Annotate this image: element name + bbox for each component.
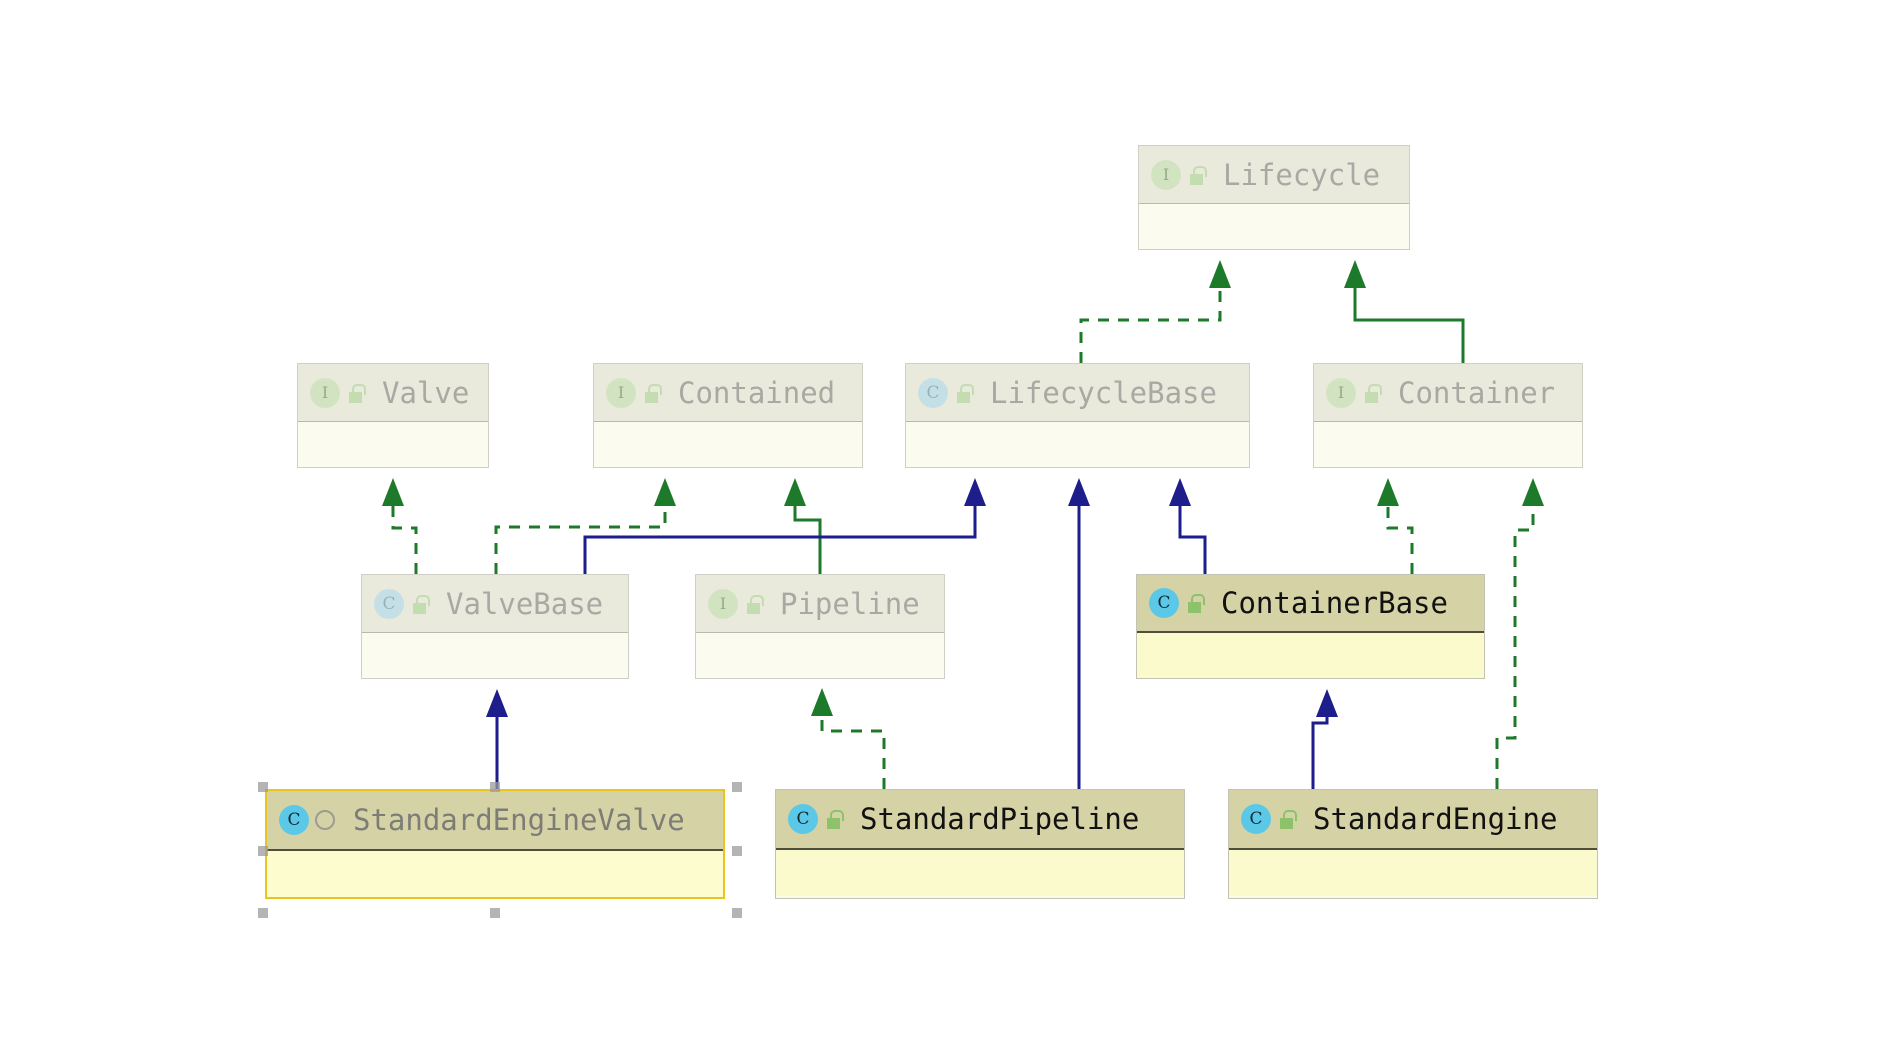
- unlocked-icon: [954, 383, 974, 403]
- class-node-valvebase[interactable]: C ValveBase: [361, 574, 629, 679]
- node-icons: C: [279, 805, 339, 835]
- unlocked-icon: [642, 383, 662, 403]
- class-node-lifecycle[interactable]: I Lifecycle: [1138, 145, 1410, 250]
- class-node-lifecyclebase[interactable]: C LifecycleBase: [905, 363, 1250, 468]
- node-label: ContainerBase: [1221, 586, 1448, 620]
- class-node-valve[interactable]: I Valve: [297, 363, 489, 468]
- node-members-area: [906, 422, 1249, 467]
- resize-handle[interactable]: [732, 846, 742, 856]
- edge-standardenginevalve-extends-valvebase: [486, 689, 508, 789]
- node-members-area: [298, 422, 488, 467]
- node-header: C LifecycleBase: [906, 364, 1249, 422]
- node-header: I Lifecycle: [1139, 146, 1409, 204]
- node-label: StandardEngineValve: [353, 803, 685, 837]
- class-node-standardpipeline[interactable]: C StandardPipeline: [775, 789, 1185, 899]
- edge-lifecyclebase-implements-lifecycle: [1079, 260, 1231, 363]
- node-header: C ContainerBase: [1137, 575, 1484, 633]
- node-icons: C: [918, 377, 976, 408]
- node-members-area: [1229, 850, 1597, 896]
- unlocked-icon: [346, 383, 366, 403]
- unlocked-icon: [1277, 809, 1297, 829]
- node-label: StandardEngine: [1313, 802, 1558, 836]
- node-icons: C: [1241, 804, 1299, 834]
- node-header: I Container: [1314, 364, 1582, 422]
- node-icons: C: [788, 804, 846, 834]
- resize-handle[interactable]: [258, 782, 268, 792]
- node-label: StandardPipeline: [860, 802, 1140, 836]
- class-node-standardengine[interactable]: C StandardEngine: [1228, 789, 1598, 899]
- edge-valvebase-implements-valve: [382, 478, 418, 574]
- edge-container-extends-lifecycle: [1344, 260, 1465, 363]
- node-label: Valve: [382, 375, 470, 410]
- interface-icon: I: [1326, 377, 1356, 408]
- node-header: C StandardPipeline: [776, 790, 1184, 850]
- resize-handle[interactable]: [258, 846, 268, 856]
- edge-standardpipeline-extends-lifecyclebase: [1068, 478, 1090, 789]
- class-node-contained[interactable]: I Contained: [593, 363, 863, 468]
- class-icon: C: [1149, 588, 1179, 618]
- unlocked-icon: [1362, 383, 1382, 403]
- node-icons: I: [310, 377, 368, 408]
- class-node-standardenginevalve[interactable]: C StandardEngineValve: [265, 789, 725, 899]
- edge-standardengine-extends-containerbase: [1311, 689, 1338, 789]
- unlocked-icon: [410, 594, 430, 614]
- interface-icon: I: [310, 377, 340, 408]
- package-private-icon: [315, 810, 335, 830]
- unlocked-icon: [1185, 593, 1205, 613]
- node-members-area: [1137, 633, 1484, 678]
- class-node-containerbase[interactable]: C ContainerBase: [1136, 574, 1485, 679]
- node-members-area: [1139, 204, 1409, 249]
- node-label: Contained: [678, 375, 836, 410]
- node-label: LifecycleBase: [990, 375, 1217, 410]
- node-label: Pipeline: [780, 586, 920, 621]
- resize-handle[interactable]: [732, 908, 742, 918]
- class-node-pipeline[interactable]: I Pipeline: [695, 574, 945, 679]
- edge-standardpipeline-implements-pipeline: [811, 688, 886, 789]
- node-label: Lifecycle: [1223, 157, 1381, 192]
- class-icon: C: [788, 804, 818, 834]
- node-icons: C: [374, 588, 432, 619]
- node-header: I Valve: [298, 364, 488, 422]
- unlocked-icon: [1187, 165, 1207, 185]
- edge-standardengine-implements-container: [1495, 478, 1544, 789]
- node-label: Container: [1398, 375, 1556, 410]
- class-node-container[interactable]: I Container: [1313, 363, 1583, 468]
- node-members-area: [1314, 422, 1582, 467]
- node-icons: I: [1151, 159, 1209, 190]
- resize-handle[interactable]: [258, 908, 268, 918]
- edge-valvebase-implements-contained: [494, 478, 676, 574]
- node-label: ValveBase: [446, 586, 604, 621]
- interface-icon: I: [708, 588, 738, 619]
- node-header: I Pipeline: [696, 575, 944, 633]
- interface-icon: I: [606, 377, 636, 408]
- edge-containerbase-extends-lifecyclebase: [1169, 478, 1207, 574]
- node-members-area: [362, 633, 628, 678]
- interface-icon: I: [1151, 159, 1181, 190]
- resize-handle[interactable]: [490, 782, 500, 792]
- node-header: C StandardEngine: [1229, 790, 1597, 850]
- class-icon: C: [918, 377, 948, 408]
- unlocked-icon: [824, 809, 844, 829]
- node-header: C StandardEngineValve: [267, 791, 723, 851]
- resize-handle[interactable]: [490, 908, 500, 918]
- node-members-area: [696, 633, 944, 678]
- node-icons: C: [1149, 588, 1207, 618]
- class-icon: C: [279, 805, 309, 835]
- node-header: I Contained: [594, 364, 862, 422]
- node-icons: I: [1326, 377, 1384, 408]
- node-header: C ValveBase: [362, 575, 628, 633]
- edge-pipeline-extends-contained: [784, 478, 822, 574]
- class-icon: C: [374, 588, 404, 619]
- node-icons: I: [606, 377, 664, 408]
- node-members-area: [267, 851, 723, 897]
- node-members-area: [594, 422, 862, 467]
- class-icon: C: [1241, 804, 1271, 834]
- edge-containerbase-implements-container: [1377, 478, 1414, 574]
- edge-valvebase-extends-lifecyclebase: [583, 478, 986, 574]
- node-members-area: [776, 850, 1184, 896]
- resize-handle[interactable]: [732, 782, 742, 792]
- unlocked-icon: [744, 594, 764, 614]
- node-icons: I: [708, 588, 766, 619]
